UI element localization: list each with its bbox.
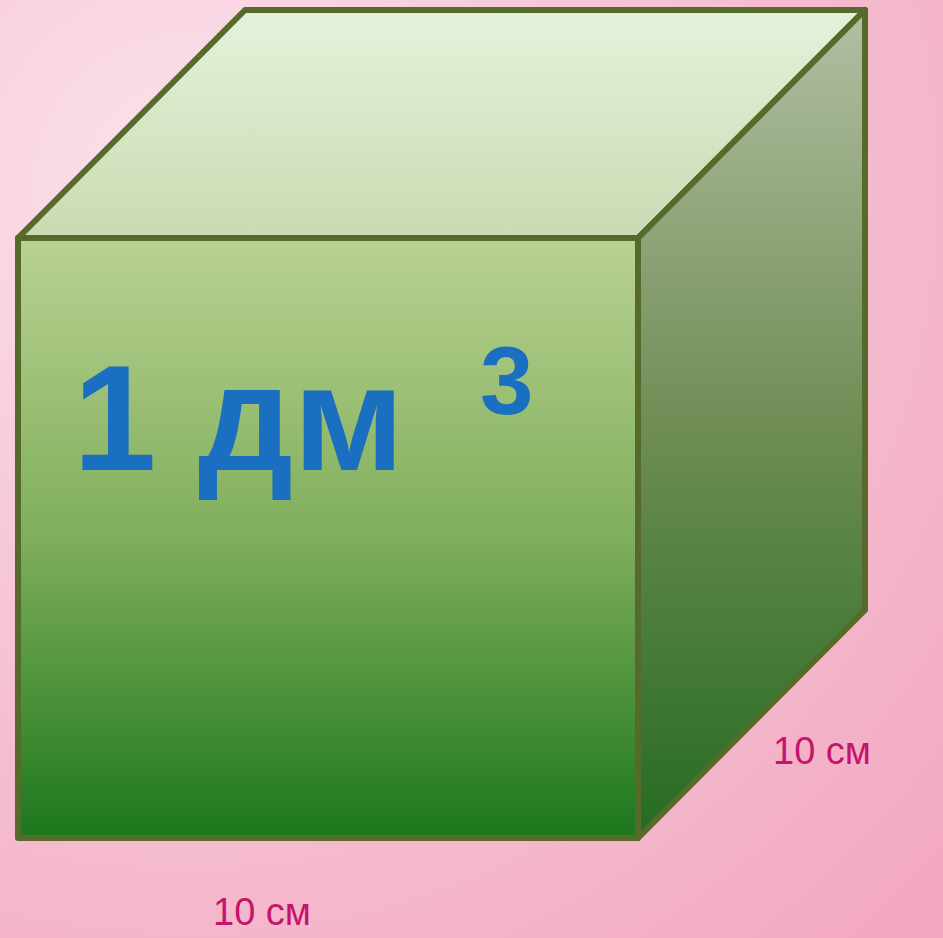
- dimension-label: 10 см: [213, 893, 311, 931]
- dimension-label: 10 см: [773, 732, 871, 770]
- exponent: 3: [480, 333, 533, 429]
- cube-side: [638, 10, 865, 838]
- cube-front: [18, 238, 638, 838]
- cube-face: 1 дм 3: [18, 238, 638, 838]
- volume-unit: 1 дм: [73, 343, 404, 493]
